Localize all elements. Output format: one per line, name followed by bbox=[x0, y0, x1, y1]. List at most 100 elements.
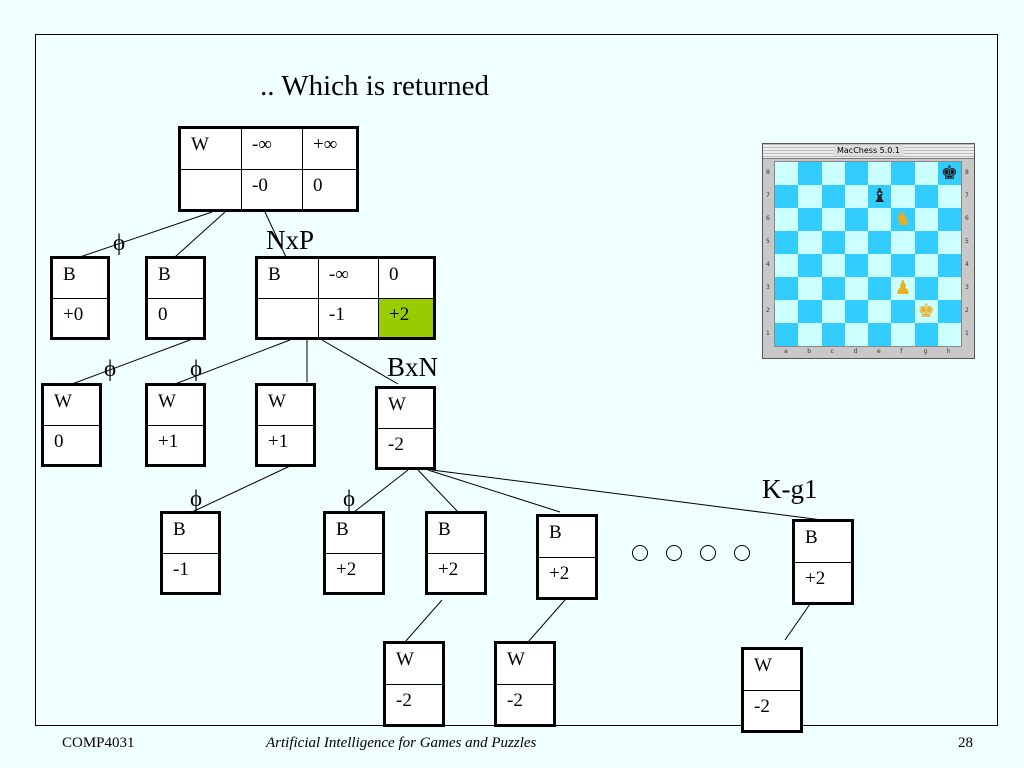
edge-root-b1 bbox=[79, 211, 213, 258]
node-value: +1 bbox=[148, 425, 203, 464]
rank-label: 3 bbox=[766, 284, 770, 291]
chess-square bbox=[798, 300, 822, 323]
chess-square bbox=[937, 231, 961, 254]
node-b2: B 0 bbox=[145, 256, 206, 340]
node-side: B bbox=[63, 264, 76, 285]
file-label: e bbox=[877, 348, 881, 355]
ellipsis-circle bbox=[700, 545, 716, 561]
edge-b3-w2 bbox=[174, 339, 291, 385]
chess-square bbox=[868, 300, 892, 323]
move-label-bxn: BxN bbox=[387, 352, 439, 382]
node-side: B bbox=[268, 264, 281, 285]
chess-square bbox=[798, 185, 822, 208]
chess-square bbox=[844, 231, 868, 254]
chess-square bbox=[775, 162, 799, 185]
node-value: -1 bbox=[318, 298, 378, 337]
node-value: 0 bbox=[148, 298, 203, 337]
move-label-nxp: NxP bbox=[266, 225, 315, 255]
node-value: +2 bbox=[428, 553, 484, 592]
node-ww2: W -2 bbox=[494, 641, 556, 727]
chess-square bbox=[844, 208, 868, 231]
black-bishop-icon: ♝ bbox=[871, 185, 889, 207]
node-value: +0 bbox=[53, 298, 107, 337]
rank-label: 1 bbox=[766, 330, 770, 337]
chess-square bbox=[821, 208, 845, 231]
rank-label: 3 bbox=[965, 284, 969, 291]
chess-square bbox=[821, 277, 845, 300]
chess-square bbox=[844, 277, 868, 300]
chess-square bbox=[937, 277, 961, 300]
chess-square bbox=[891, 254, 915, 277]
chess-window-titlebar: MacChess 5.0.1 bbox=[763, 144, 974, 159]
edge-w4-bb5 bbox=[431, 469, 823, 521]
edge-b2-w1 bbox=[71, 339, 191, 385]
chess-square bbox=[821, 300, 845, 323]
chess-square bbox=[775, 231, 799, 254]
chess-square bbox=[937, 254, 961, 277]
rank-label: 8 bbox=[766, 169, 770, 176]
chess-square bbox=[914, 254, 938, 277]
edge-b3-w4 bbox=[321, 339, 399, 385]
chess-square bbox=[775, 208, 799, 231]
chess-square bbox=[844, 254, 868, 277]
file-label: h bbox=[946, 348, 951, 355]
edge-w3-bb1 bbox=[191, 465, 291, 513]
chess-square bbox=[868, 231, 892, 254]
edge-root-b2 bbox=[174, 211, 226, 258]
chess-square bbox=[891, 323, 915, 346]
chess-square bbox=[868, 323, 892, 346]
chess-square bbox=[775, 185, 799, 208]
chess-board: ♚♝♞♟♚ bbox=[774, 161, 962, 347]
file-label: a bbox=[784, 348, 788, 355]
chess-square bbox=[821, 323, 845, 346]
chess-square bbox=[868, 277, 892, 300]
node-w2: W +1 bbox=[145, 383, 206, 467]
rank-label: 5 bbox=[965, 238, 969, 245]
node-value-highlight: +2 bbox=[378, 298, 433, 337]
node-value: -2 bbox=[744, 690, 800, 730]
file-label: b bbox=[807, 348, 812, 355]
chess-square bbox=[914, 277, 938, 300]
file-label: c bbox=[830, 348, 834, 355]
rank-label: 7 bbox=[965, 192, 969, 199]
node-empty bbox=[258, 298, 318, 337]
chess-square bbox=[775, 300, 799, 323]
node-side: W bbox=[507, 649, 525, 670]
chess-square bbox=[937, 300, 961, 323]
edge-root-b3 bbox=[264, 211, 287, 258]
edge-bb5-ww3 bbox=[784, 603, 811, 641]
node-beta: +∞ bbox=[302, 129, 356, 169]
chess-square bbox=[844, 323, 868, 346]
rank-label: 5 bbox=[766, 238, 770, 245]
node-side: W bbox=[54, 391, 72, 412]
node-beta: 0 bbox=[378, 259, 433, 298]
node-value: +1 bbox=[258, 425, 313, 464]
node-bb4: B +2 bbox=[536, 514, 598, 600]
ellipsis-circle bbox=[666, 545, 682, 561]
footer-subtitle: Artificial Intelligence for Games and Pu… bbox=[266, 735, 537, 751]
cutoff-marker: ϕ bbox=[190, 486, 203, 511]
file-label: d bbox=[853, 348, 858, 355]
footer-page-number: 28 bbox=[958, 735, 973, 751]
node-w4: W -2 bbox=[375, 386, 436, 470]
rank-label: 4 bbox=[965, 261, 969, 268]
ellipsis-circle bbox=[734, 545, 750, 561]
chess-square bbox=[844, 162, 868, 185]
node-value: 0 bbox=[44, 425, 99, 464]
footer-course: COMP4031 bbox=[62, 735, 135, 751]
chess-square bbox=[868, 254, 892, 277]
rank-label: 7 bbox=[766, 192, 770, 199]
node-side: W bbox=[268, 391, 286, 412]
chess-square bbox=[821, 185, 845, 208]
node-bb1: B -1 bbox=[160, 511, 221, 595]
rank-label: 2 bbox=[965, 307, 969, 314]
edge-bb3-ww1 bbox=[404, 599, 443, 643]
node-side: B bbox=[336, 519, 349, 540]
chess-square bbox=[891, 300, 915, 323]
chess-square bbox=[914, 323, 938, 346]
chess-square bbox=[914, 162, 938, 185]
chess-square bbox=[821, 231, 845, 254]
node-value: +2 bbox=[326, 553, 382, 592]
node-alpha: -∞ bbox=[318, 259, 378, 298]
